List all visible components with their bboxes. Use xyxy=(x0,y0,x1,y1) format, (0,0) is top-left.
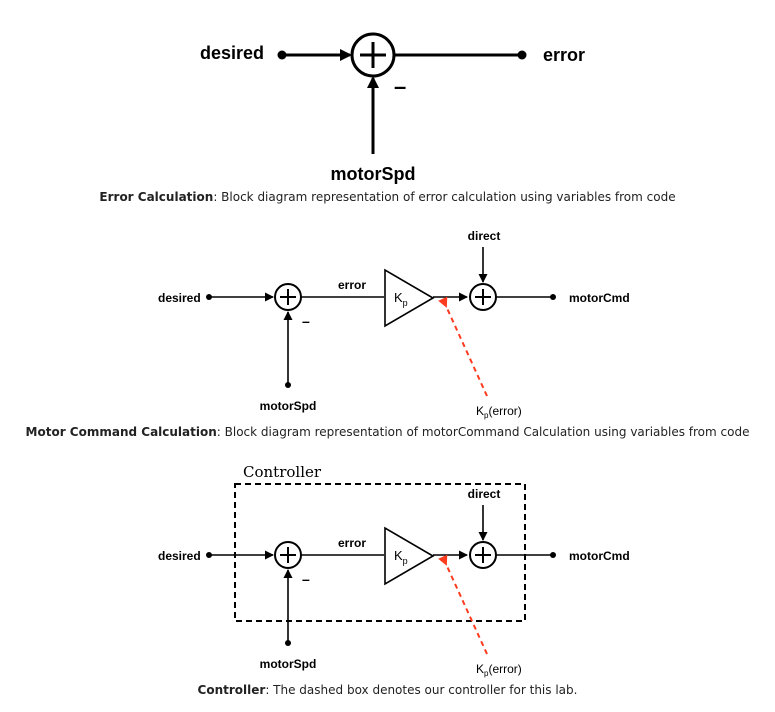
caption-title: Error Calculation xyxy=(99,190,214,204)
error-calculation-diagram: desired error – motorSpd xyxy=(200,32,585,184)
motor-command-caption: Motor Command Calculation: Block diagram… xyxy=(0,425,775,439)
caption-title: Motor Command Calculation xyxy=(25,425,217,439)
output-node xyxy=(550,294,556,300)
summing-junction-1 xyxy=(274,283,302,311)
controller-dashed-box xyxy=(234,483,526,622)
summing-junction xyxy=(350,32,396,78)
minus-sign: – xyxy=(394,74,406,99)
error-label: error xyxy=(543,45,585,65)
caption-text: : Block diagram representation of error … xyxy=(213,190,676,204)
caption-text: : The dashed box denotes our controller … xyxy=(265,683,578,697)
desired-label: desired xyxy=(158,291,201,305)
controller-box-label: Controller xyxy=(243,463,322,481)
annotation-arrow xyxy=(438,296,488,397)
gain-label: Kp xyxy=(394,290,408,308)
feedback-node xyxy=(285,382,291,388)
error-label: error xyxy=(338,278,366,292)
motorspd-label: motorSpd xyxy=(260,399,317,413)
output-node xyxy=(550,552,556,558)
gain-block xyxy=(384,268,435,328)
summing-junction-2 xyxy=(469,283,497,311)
caption-title: Controller xyxy=(197,683,266,697)
error-label: error xyxy=(338,536,366,550)
desired-label: desired xyxy=(200,43,264,63)
minus-sign: – xyxy=(302,571,310,587)
summing-junction-1 xyxy=(274,541,302,569)
minus-sign: – xyxy=(302,313,310,329)
annotation-arrow xyxy=(438,554,488,655)
error-calculation-caption: Error Calculation: Block diagram represe… xyxy=(0,190,775,204)
controller-diagram: Controller desired – motorSpd error Kp d… xyxy=(158,463,630,678)
gain-block xyxy=(384,526,435,586)
motorcmd-label: motorCmd xyxy=(569,549,630,563)
direct-label: direct xyxy=(468,229,501,243)
feedback-node xyxy=(285,640,291,646)
direct-label: direct xyxy=(468,487,501,501)
motor-command-diagram: desired – motorSpd error Kp direct motor… xyxy=(158,229,630,420)
controller-caption: Controller: The dashed box denotes our c… xyxy=(0,683,775,697)
caption-text: : Block diagram representation of motorC… xyxy=(216,425,750,439)
summing-junction-2 xyxy=(469,541,497,569)
output-node xyxy=(517,50,527,60)
gain-label: Kp xyxy=(394,548,408,566)
motorspd-label: motorSpd xyxy=(331,164,416,184)
annotation-label: Kp(error) xyxy=(476,404,522,420)
motorspd-label: motorSpd xyxy=(260,657,317,671)
annotation-label: Kp(error) xyxy=(476,662,522,678)
desired-label: desired xyxy=(158,549,201,563)
motorcmd-label: motorCmd xyxy=(569,291,630,305)
